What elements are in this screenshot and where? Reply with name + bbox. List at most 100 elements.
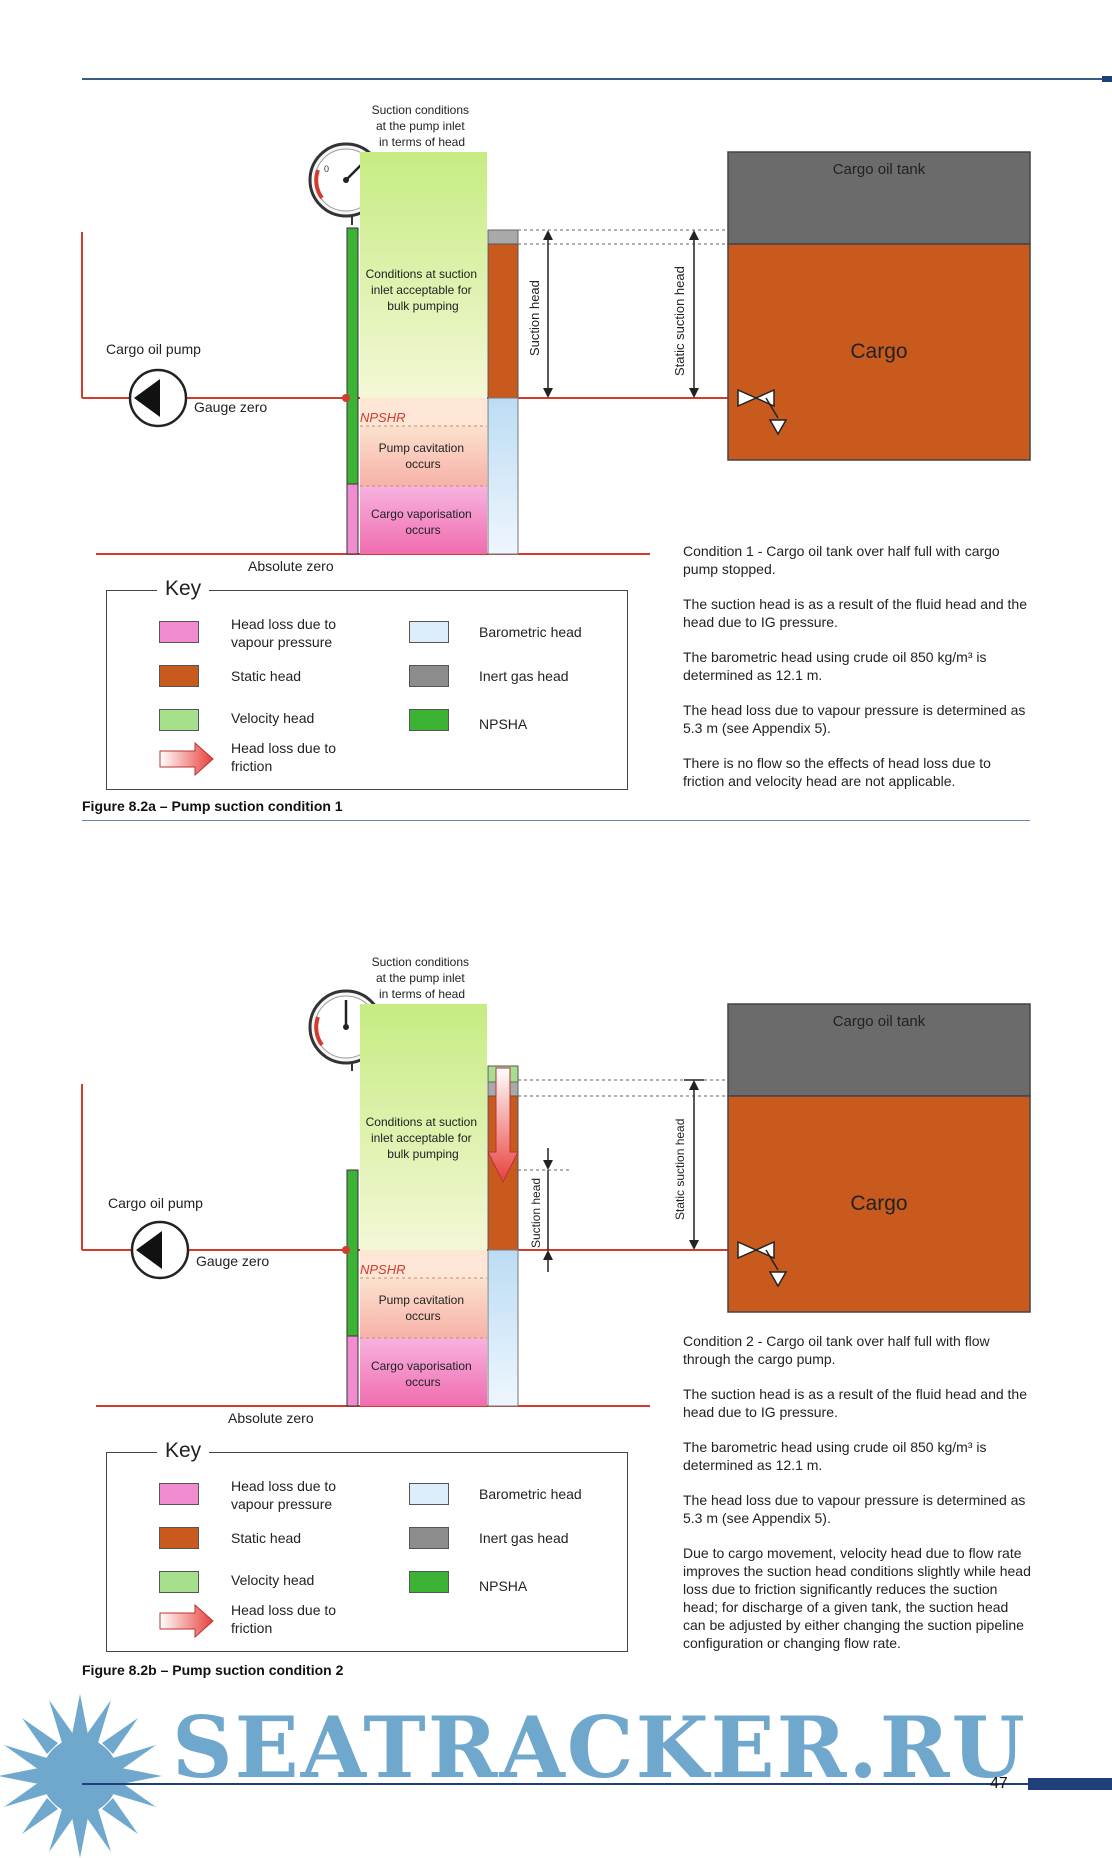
zone-cavitation-label-b: Pump cavitation occurs xyxy=(379,1293,468,1323)
condition-paragraph: The head loss due to vapour pressure is … xyxy=(683,702,1026,736)
condition-text-b: Condition 2 - Cargo oil tank over half f… xyxy=(683,1332,1033,1669)
tank-gas-a xyxy=(727,151,1031,245)
suction-head-label-b: Suction head xyxy=(529,1178,543,1248)
key-friction-arrow-icon xyxy=(159,741,214,777)
key-label-barometric: Barometric head xyxy=(479,624,582,640)
npshr-label-a: NPSHR xyxy=(360,410,406,425)
key-swatch-velocity xyxy=(159,709,199,731)
pump-arrow-icon-b xyxy=(136,1231,162,1269)
pump-label-a: Cargo oil pump xyxy=(106,341,201,357)
key-swatch-npsha xyxy=(409,1571,449,1593)
figure-a: 0 Suc xyxy=(0,0,1112,830)
valve-icon-b xyxy=(737,1240,758,1260)
key-swatch-inert xyxy=(409,665,449,687)
valve-icon-a xyxy=(737,388,758,408)
key-title: Key xyxy=(157,1439,210,1463)
inert-gas-block-a xyxy=(487,229,519,245)
zone-cavitation-a xyxy=(360,426,487,486)
suction-head-label-a: Suction head xyxy=(527,280,542,356)
key-label-friction: Head loss due to friction xyxy=(231,1602,337,1636)
key-label-inert: Inert gas head xyxy=(479,1530,569,1546)
figure-b: Suction conditions at the pump inlet in … xyxy=(0,852,1112,1682)
diagram-a: 0 Suc xyxy=(81,103,1031,574)
condition-paragraph: Condition 1 - Cargo oil tank over half f… xyxy=(683,543,1000,577)
caption-a: Figure 8.2a – Pump suction condition 1 xyxy=(82,798,343,814)
key-swatch-npsha xyxy=(409,709,449,731)
key-title: Key xyxy=(157,577,210,601)
gauge-zero-dot-a xyxy=(342,394,350,402)
gauge-title-b: Suction conditions at the pump inlet in … xyxy=(372,955,473,1001)
condition-paragraph: Due to cargo movement, velocity head due… xyxy=(683,1545,1031,1651)
watermark-sun-icon xyxy=(0,1694,1112,1858)
page-number: 47 xyxy=(990,1775,1008,1792)
condition-paragraph: The head loss due to vapour pressure is … xyxy=(683,1492,1026,1526)
static-suction-head-label-a: Static suction head xyxy=(672,266,687,376)
condition-paragraph: The barometric head using crude oil 850 … xyxy=(683,649,987,683)
tank-label-a: Cargo oil tank xyxy=(833,161,926,178)
gauge-hub-a xyxy=(343,177,349,183)
condition-paragraph: The barometric head using crude oil 850 … xyxy=(683,1439,987,1473)
tank-gas-b xyxy=(727,1003,1031,1097)
pump-label-b: Cargo oil pump xyxy=(108,1195,203,1211)
absolute-zero-label-b: Absolute zero xyxy=(228,1410,314,1426)
absolute-zero-label-a: Absolute zero xyxy=(248,558,334,574)
condition-paragraph: The suction head is as a result of the f… xyxy=(683,1386,1028,1420)
gauge-red-arc-a xyxy=(314,169,324,200)
gauge-red-arc-b xyxy=(314,1016,324,1047)
zone-vaporisation-label-b: Cargo vaporisation occurs xyxy=(371,1359,475,1389)
zone-acceptable-a xyxy=(360,152,487,398)
key-label-npsha: NPSHA xyxy=(479,716,528,732)
key-label-static: Static head xyxy=(231,668,302,684)
barometric-block-a xyxy=(487,397,519,555)
key-label-npsha: NPSHA xyxy=(479,1578,528,1594)
key-friction-arrow-icon xyxy=(159,1603,214,1639)
key-swatch-barometric xyxy=(409,621,449,643)
key-swatch-inert xyxy=(409,1527,449,1549)
zone-acceptable-label-a: Conditions at suction inlet acceptable f… xyxy=(366,267,481,313)
cargo-label-a: Cargo xyxy=(850,340,907,363)
key-label-inert: Inert gas head xyxy=(479,668,569,684)
zone-cavitation-b xyxy=(360,1278,487,1338)
vapour-bar-b xyxy=(346,1335,359,1407)
watermark-text: SEATRACKER.RU xyxy=(172,1698,1027,1797)
key-label-vapour: Head loss due to vapour pressure xyxy=(231,616,337,650)
key-label-velocity: Velocity head xyxy=(231,710,315,726)
zone-vaporisation-label-a: Cargo vaporisation occurs xyxy=(371,507,475,537)
gauge-zero-dot-b xyxy=(342,1246,350,1254)
gauge-title-a: Suction conditions at the pump inlet in … xyxy=(372,103,473,149)
condition-text-a: Condition 1 - Cargo oil tank over half f… xyxy=(683,542,1033,807)
caption-rule-a xyxy=(82,820,1030,821)
zone-cavitation-label-a: Pump cavitation occurs xyxy=(379,441,468,471)
vapour-bar-a xyxy=(346,483,359,555)
svg-text:0: 0 xyxy=(324,164,329,174)
key-swatch-static xyxy=(159,665,199,687)
static-head-block-a xyxy=(487,243,519,399)
barometric-block-b xyxy=(487,1249,519,1407)
diagram-b: Suction conditions at the pump inlet in … xyxy=(81,955,1031,1426)
condition-paragraph: Condition 2 - Cargo oil tank over half f… xyxy=(683,1333,990,1367)
key-swatch-velocity xyxy=(159,1571,199,1593)
key-swatch-barometric xyxy=(409,1483,449,1505)
key-label-friction: Head loss due to friction xyxy=(231,740,337,774)
key-label-barometric: Barometric head xyxy=(479,1486,582,1502)
gauge-zero-label-b: Gauge zero xyxy=(196,1253,269,1269)
top-rule xyxy=(82,76,1112,82)
key-box-a: Key Head loss due to vapour pressure Bar… xyxy=(106,577,628,790)
condition-paragraph: There is no flow so the effects of head … xyxy=(683,755,991,789)
zone-acceptable-b xyxy=(360,1004,487,1250)
npsha-bar-a xyxy=(346,227,359,485)
key-swatch-vapour xyxy=(159,1483,199,1505)
key-label-velocity: Velocity head xyxy=(231,1572,315,1588)
key-swatch-static xyxy=(159,1527,199,1549)
caption-b: Figure 8.2b – Pump suction condition 2 xyxy=(82,1662,344,1678)
zone-vaporisation-b xyxy=(360,1338,487,1406)
top-rule-tick xyxy=(1102,76,1112,82)
key-swatch-vapour xyxy=(159,621,199,643)
zone-npshr-a xyxy=(360,398,487,426)
zone-npshr-b xyxy=(360,1250,487,1278)
gauge-zero-label-a: Gauge zero xyxy=(194,399,267,415)
gauge-hub-b xyxy=(343,1024,349,1030)
npsha-bar-b xyxy=(346,1169,359,1337)
zone-vaporisation-a xyxy=(360,486,487,554)
npshr-label-b: NPSHR xyxy=(360,1262,406,1277)
